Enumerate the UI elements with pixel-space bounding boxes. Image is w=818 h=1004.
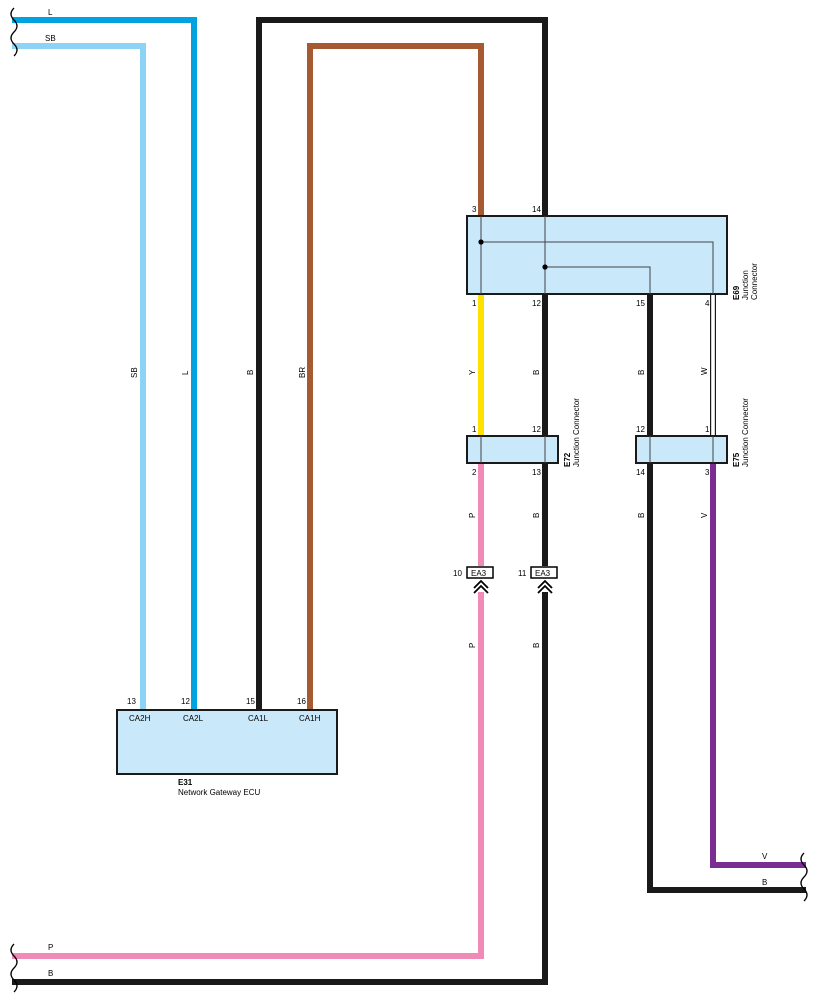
- e72-pin-13: 13: [532, 468, 541, 477]
- label-b-vertical: B: [246, 370, 255, 375]
- e31-pin-12: 12: [181, 697, 190, 706]
- e31-name: Network Gateway ECU: [178, 788, 260, 797]
- e75-pin-3: 3: [705, 468, 710, 477]
- e75-pin-1: 1: [705, 425, 710, 434]
- e69-pin-3: 3: [472, 205, 477, 214]
- label-left-sb: SB: [45, 34, 56, 43]
- e69-pin-12: 12: [532, 299, 541, 308]
- label-l-vertical: L: [181, 370, 190, 375]
- label-right-v: V: [762, 852, 768, 861]
- label-right-b: B: [762, 878, 767, 887]
- break-marks-right: [800, 852, 808, 902]
- e69-code: E69: [732, 285, 741, 300]
- wire-b-e75-right: [647, 463, 806, 893]
- e75-pin-14: 14: [636, 468, 645, 477]
- ea3-pin-10: 10: [453, 569, 462, 578]
- e69-name-line2: Connector: [750, 263, 759, 300]
- e31-terminal-ca1l: CA1L: [248, 714, 269, 723]
- label-b-lower: B: [532, 643, 541, 648]
- e72-code: E72: [563, 452, 572, 467]
- label-left-b: B: [48, 969, 53, 978]
- wire-l: [12, 17, 197, 710]
- break-marks-left: [10, 7, 18, 993]
- wire-b-main: [256, 17, 548, 710]
- e72-pin-1: 1: [472, 425, 477, 434]
- e72-pin-12: 12: [532, 425, 541, 434]
- e31-terminal-ca2l: CA2L: [183, 714, 204, 723]
- e69-pin-1: 1: [472, 299, 477, 308]
- ea3-code-p: EA3: [471, 569, 487, 578]
- wire-br: [307, 43, 484, 710]
- label-p-upper: P: [468, 513, 477, 518]
- e75-pin-12: 12: [636, 425, 645, 434]
- e72-pin-2: 2: [472, 468, 477, 477]
- label-v-vertical: V: [700, 512, 709, 518]
- e75-junction-connector: 12 1 14 3 E75 Junction Connector: [635, 398, 750, 477]
- e31-code: E31: [178, 778, 193, 787]
- label-sb-vertical: SB: [130, 367, 139, 378]
- e31-terminal-ca2h: CA2H: [129, 714, 151, 723]
- ea3-pin-11: 11: [518, 569, 527, 578]
- label-p-lower: P: [468, 643, 477, 648]
- e31-terminal-ca1h: CA1H: [299, 714, 321, 723]
- ea3-connector-p: EA3 10: [453, 566, 494, 594]
- e75-name: Junction Connector: [741, 398, 750, 467]
- ea3-connector-b: EA3 11: [518, 566, 558, 594]
- e31-pin-15: 15: [246, 697, 255, 706]
- label-b-upper: B: [532, 513, 541, 518]
- label-w-vertical: W: [700, 367, 709, 375]
- wire-w: [710, 294, 716, 436]
- wire-p-lower: [12, 592, 484, 959]
- label-br-vertical: BR: [298, 367, 307, 378]
- e69-pin-15: 15: [636, 299, 645, 308]
- e75-code: E75: [732, 452, 741, 467]
- e72-junction-connector: 1 12 2 13 E72 Junction Connector: [466, 398, 581, 477]
- label-y-vertical: Y: [468, 369, 477, 375]
- e31-network-gateway-ecu: 13 12 15 16 CA2H CA2L CA1L CA1H E31 Netw…: [116, 697, 338, 797]
- label-b-e75: B: [637, 513, 646, 518]
- wire-b-ea3-bottom: [12, 592, 548, 985]
- wire-v: [710, 463, 806, 868]
- label-left-l: L: [48, 8, 53, 17]
- e69-junction-connector: 3 14 1 12 15 4 E69 Junction Connector: [466, 205, 759, 308]
- e69-pin-14: 14: [532, 205, 541, 214]
- e69-name-line1: Junction: [741, 270, 750, 300]
- e69-pin-4: 4: [705, 299, 710, 308]
- label-b-e69-e75: B: [637, 370, 646, 375]
- wire-sb: [12, 43, 146, 710]
- ea3-code-b: EA3: [535, 569, 551, 578]
- e31-pin-13: 13: [127, 697, 136, 706]
- label-left-p: P: [48, 943, 53, 952]
- e31-pin-16: 16: [297, 697, 306, 706]
- label-b-e69-e72: B: [532, 370, 541, 375]
- e72-name: Junction Connector: [572, 398, 581, 467]
